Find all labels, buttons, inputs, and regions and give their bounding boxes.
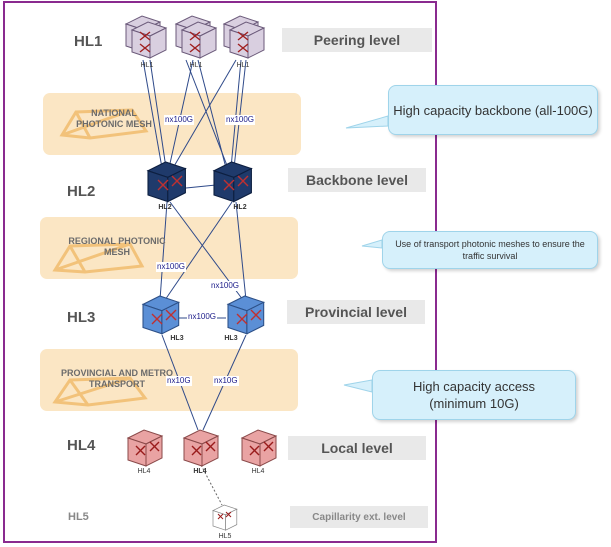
node-caption-hl3-2: HL3 [224, 335, 238, 342]
level-name-local: Local level [288, 436, 426, 460]
node-caption-hl3-1: HL3 [170, 335, 184, 342]
hl4-node-3 [241, 429, 277, 467]
node-caption-hl4-2: HL4 [193, 468, 207, 475]
callout-tail-2 [361, 239, 383, 249]
link-label-hl3-hl4-left: nx10G [166, 376, 192, 386]
regional-mesh-decoration [52, 242, 145, 274]
callout-access: High capacity access (minimum 10G) [372, 370, 576, 420]
hl1-node-3 [223, 15, 265, 59]
link-hl4-hl5 [200, 464, 223, 506]
callout-backbone: High capacity backbone (all-100G) [388, 85, 598, 135]
link-label-hl2-hl3-left: nx100G [156, 262, 187, 272]
band-label-provincial: PROVINCIAL AND METRO TRANSPORT [60, 368, 173, 389]
level-id-hl4: HL4 [67, 437, 96, 454]
hl2-node-1 [147, 161, 186, 203]
level-id-hl2: HL2 [67, 183, 96, 200]
hl1-node-1 [125, 15, 167, 59]
node-caption-hl5: HL5 [218, 533, 232, 540]
links-hl1-hl2 [142, 59, 247, 169]
hl5-node [212, 504, 238, 531]
node-caption-hl1-3: HL1 [236, 62, 250, 69]
level-name-peering: Peering level [282, 28, 432, 52]
level-name-provincial: Provincial level [287, 300, 425, 324]
provincial-mesh-decoration [52, 376, 148, 407]
link-label-hl2-hl3-right: nx100G [210, 281, 241, 291]
link-label-hl3-hl4-right: nx10G [213, 376, 239, 386]
callout-photonic-meshes: Use of transport photonic meshes to ensu… [382, 231, 598, 269]
hl1-node-2 [175, 15, 217, 59]
node-caption-hl4-3: HL4 [251, 468, 265, 475]
hl2-node-2 [213, 161, 252, 203]
level-id-hl3: HL3 [67, 309, 96, 326]
hl3-node-2 [227, 295, 265, 335]
level-id-hl1: HL1 [74, 33, 103, 50]
node-caption-hl4-1: HL4 [137, 468, 151, 475]
node-caption-hl2-1: HL2 [158, 204, 172, 211]
node-caption-hl2-2: HL2 [233, 204, 247, 211]
link-label-hl1-hl2-right: nx100G [225, 115, 256, 125]
link-label-hl1-hl2-left: nx100G [164, 115, 195, 125]
level-name-backbone: Backbone level [288, 168, 426, 192]
link-label-hl3-hl3: nx100G [187, 312, 218, 322]
hl4-node-2 [183, 429, 219, 467]
band-label-national: NATIONAL PHOTONIC MESH [76, 108, 152, 129]
level-name-capillarity: Capillarity ext. level [290, 506, 428, 528]
level-id-hl5: HL5 [68, 511, 89, 523]
callout-tail-1 [345, 115, 389, 129]
national-mesh-decoration [59, 108, 149, 140]
node-caption-hl1-1: HL1 [140, 62, 154, 69]
hl4-node-1 [127, 429, 163, 467]
hl3-node-1 [142, 295, 180, 335]
band-label-regional: REGIONAL PHOTONIC MESH [68, 236, 166, 257]
node-caption-hl1-2: HL1 [189, 62, 203, 69]
callout-tail-3 [343, 379, 373, 393]
